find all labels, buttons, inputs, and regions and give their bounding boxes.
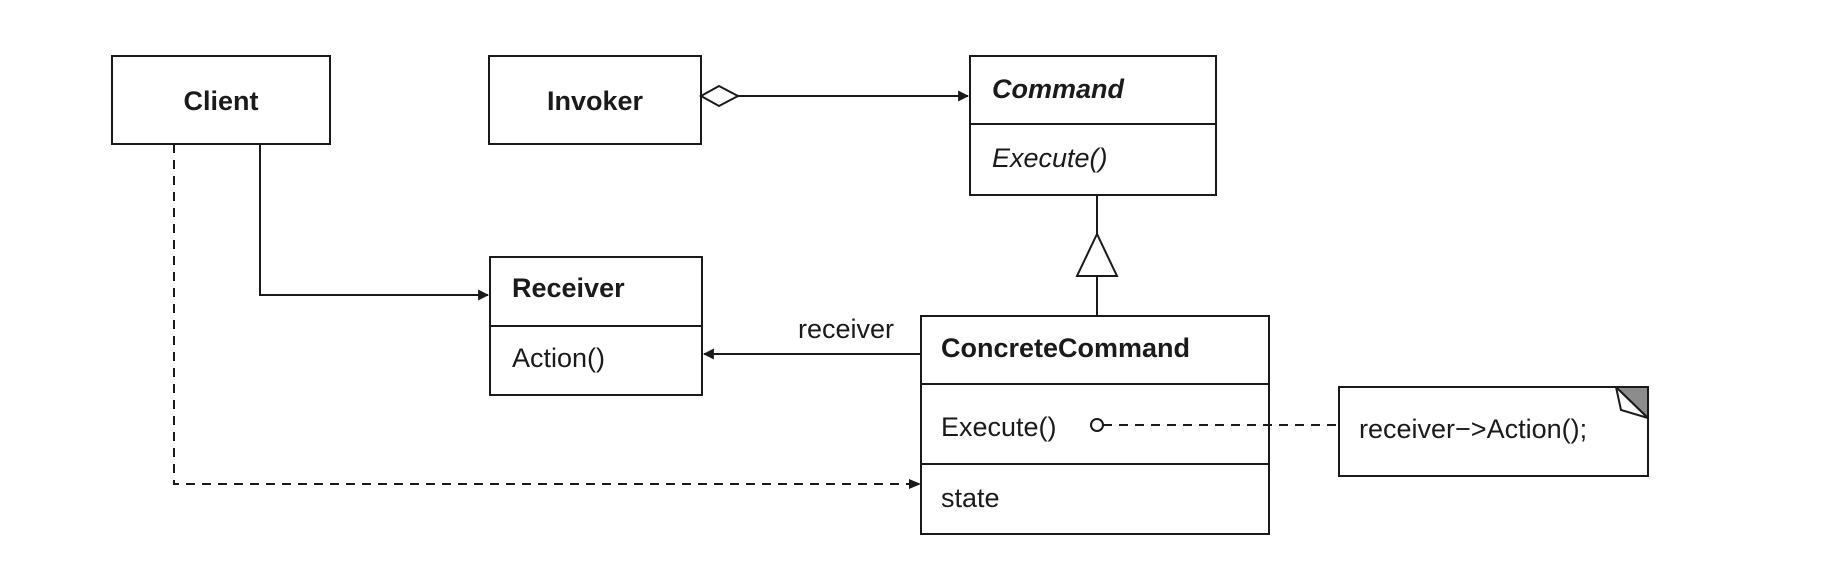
class-command[interactable]: Command Execute() <box>969 55 1217 196</box>
note-anchor <box>1090 418 1339 432</box>
class-concrete-command-name: ConcreteCommand <box>941 333 1190 363</box>
note[interactable]: receiver−>Action(); <box>1338 386 1649 477</box>
association-client-receiver <box>259 144 490 301</box>
class-concrete-command-attribute: state <box>941 483 1000 513</box>
generalization-triangle-icon <box>1075 231 1119 277</box>
generalization-concrete-command-command <box>1075 195 1119 316</box>
association-receiver-label: receiver <box>798 314 894 344</box>
class-client[interactable]: Client <box>111 55 331 145</box>
class-client-name: Client <box>183 86 258 116</box>
class-invoker[interactable]: Invoker <box>488 55 702 145</box>
class-command-operation: Execute() <box>992 143 1108 173</box>
note-box <box>1338 386 1649 477</box>
aggregation-invoker-command <box>698 84 970 108</box>
aggregation-diamond-icon <box>698 84 741 108</box>
class-command-name: Command <box>992 74 1125 104</box>
class-concrete-command-operation: Execute() <box>941 412 1057 442</box>
dependency-arrowhead-icon <box>909 479 921 489</box>
dependency-client-concrete-command <box>173 144 919 485</box>
class-invoker-name: Invoker <box>547 86 644 116</box>
class-receiver[interactable]: Receiver Action() <box>489 256 703 396</box>
class-command-box <box>969 55 1217 196</box>
note-anchor-circle-icon <box>1090 418 1104 432</box>
class-client-box <box>111 55 331 145</box>
note-fold-line <box>1615 386 1649 419</box>
note-text: receiver−>Action(); <box>1359 414 1587 444</box>
class-receiver-operation: Action() <box>512 343 605 373</box>
note-folded-corner-icon <box>1613 386 1649 421</box>
association-concrete-command-receiver: receiver <box>702 314 921 360</box>
class-invoker-box <box>488 55 702 145</box>
class-receiver-name: Receiver <box>512 273 625 303</box>
